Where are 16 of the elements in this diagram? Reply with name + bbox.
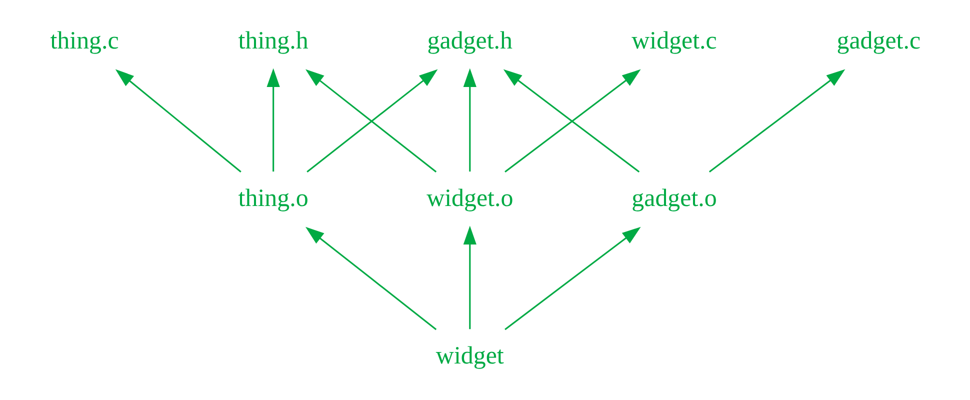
node-text: widget.o <box>426 184 513 212</box>
node-text: gadget.o <box>631 184 716 212</box>
arrow <box>462 68 476 172</box>
arrow <box>462 226 476 330</box>
node-text: thing.c <box>50 27 118 54</box>
arrow <box>266 68 280 172</box>
node-text: gadget.h <box>426 27 512 54</box>
node-text: widget.c <box>631 27 716 54</box>
node-text: gadget.c <box>836 27 920 54</box>
arrow <box>304 226 436 330</box>
node-text: widget <box>435 342 504 370</box>
node-text: thing.h <box>238 27 308 54</box>
arrow <box>114 69 241 172</box>
arrow <box>504 226 640 330</box>
node-text: thing.o <box>238 184 308 212</box>
arrow <box>708 69 845 172</box>
